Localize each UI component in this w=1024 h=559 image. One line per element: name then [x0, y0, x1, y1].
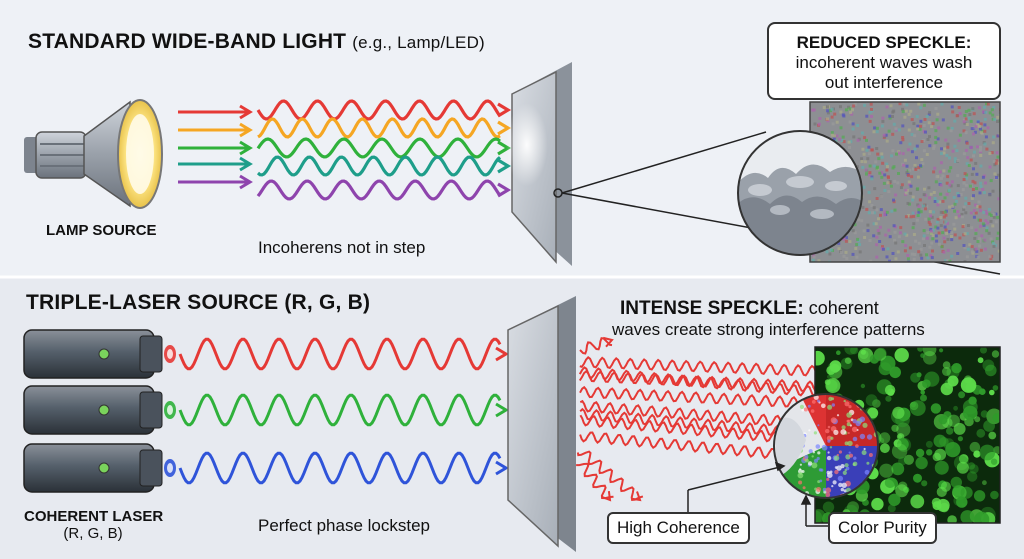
coherent-laser-label: COHERENT LASER (R, G, B) [24, 508, 164, 542]
reduced-speckle-callout: REDUCED SPECKLE: incoherent waves wash o… [767, 22, 1001, 100]
high-coherence-tag: High Coherence [607, 512, 750, 544]
bottom-title: TRIPLE-LASER SOURCE (R, G, B) [26, 291, 371, 314]
coherent-wave [178, 393, 502, 427]
wave-arrowhead [497, 102, 512, 118]
callout-line2: out interference [824, 73, 944, 92]
incoherent-wave [256, 99, 502, 121]
laser-icon [23, 385, 176, 435]
tag-pointers [687, 461, 828, 527]
incoherent-wave [256, 155, 502, 177]
scattered-ray [576, 450, 644, 501]
top-title: STANDARD WIDE-BAND LIGHT (e.g., Lamp/LED… [28, 30, 485, 54]
wave-arrowhead [497, 120, 512, 136]
lamp-emission-arrows [178, 104, 253, 190]
lamp-source-label: LAMP SOURCE [46, 222, 157, 239]
top-title-note: (e.g., Lamp/LED) [352, 33, 485, 52]
wave-arrowhead [497, 182, 512, 198]
heading-rest: coherent [803, 298, 879, 318]
laser-label-line2: (R, G, B) [63, 525, 123, 542]
laser-icon [23, 329, 176, 379]
intense-speckle-line2: waves create strong interference pattern… [612, 320, 925, 339]
coherent-wave [178, 337, 502, 371]
callout-line1: incoherent waves wash [795, 53, 973, 72]
scattered-ray [576, 462, 614, 500]
scattered-ray [579, 431, 801, 462]
laser-label-line1: COHERENT LASER [24, 508, 164, 525]
top-caption: Incoherens not in step [258, 238, 426, 257]
coherent-waves [178, 337, 509, 485]
scattered-ray [579, 355, 841, 378]
heading-bold: INTENSE SPECKLE: [620, 298, 804, 319]
laser-icon [23, 443, 176, 493]
scattered-rays [576, 336, 842, 502]
incoherent-wave [257, 117, 501, 139]
diffuser-screen-bottom [507, 296, 576, 552]
scattered-ray [579, 337, 613, 355]
scattered-ray [579, 399, 821, 430]
scattered-ray [579, 385, 830, 410]
surface-magnifier [737, 130, 863, 256]
intense-speckle-heading: INTENSE SPECKLE: coherent [620, 298, 879, 320]
top-title-main: STANDARD WIDE-BAND LIGHT [28, 30, 347, 53]
callout-bold: REDUCED SPECKLE: [796, 33, 972, 52]
incoherent-waves [256, 99, 512, 201]
lamp-icon [24, 99, 163, 209]
laser-sources [23, 329, 176, 493]
incoherent-wave [256, 137, 501, 159]
scattered-ray [578, 366, 821, 398]
bottom-caption: Perfect phase lockstep [258, 516, 430, 535]
color-purity-tag: Color Purity [828, 512, 937, 544]
diffuser-screen-top [506, 62, 572, 266]
coherent-wave [178, 451, 502, 485]
incoherent-wave [256, 179, 502, 201]
